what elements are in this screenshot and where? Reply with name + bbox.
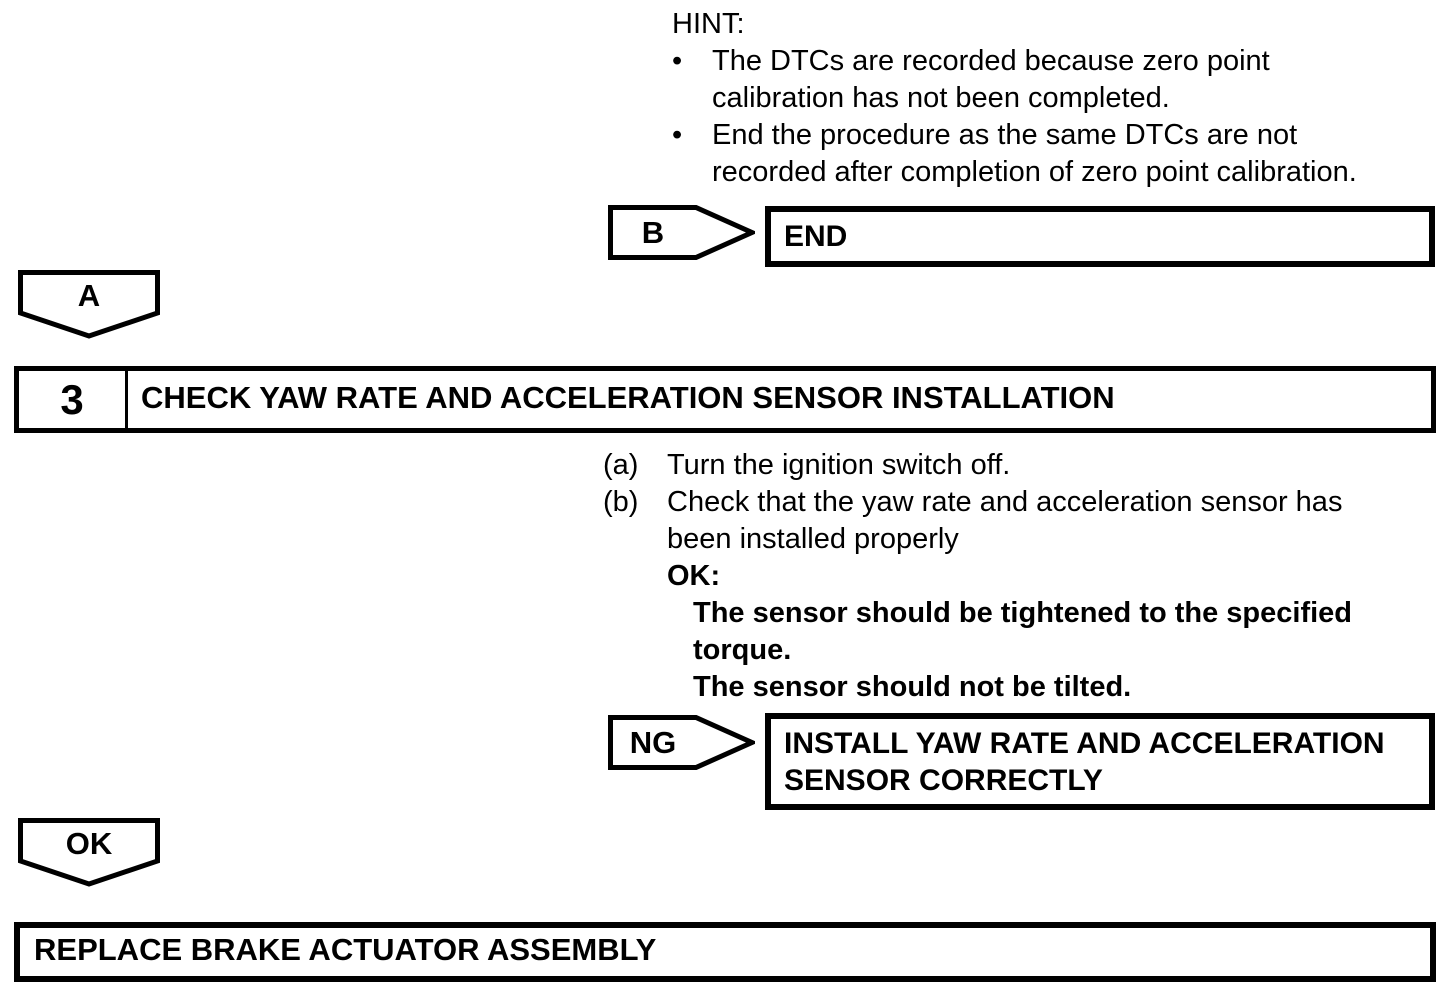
- connector-ok: OK: [18, 818, 160, 887]
- ok-criterion-1: The sensor should be tightened to the sp…: [693, 597, 1353, 666]
- substep-a: (a) Turn the ignition switch off.: [603, 447, 1413, 484]
- connector-ng-label: NG: [629, 724, 677, 760]
- step3-title: CHECK YAW RATE AND ACCELERATION SENSOR I…: [141, 379, 1115, 415]
- bullet-icon: •: [672, 119, 683, 151]
- replace-action-box: REPLACE BRAKE ACTUATOR ASSEMBLY: [14, 922, 1436, 982]
- substep-a-marker: (a): [603, 449, 639, 481]
- substep-b-text: Check that the yaw rate and acceleration…: [667, 486, 1343, 555]
- hint-label: HINT:: [672, 8, 745, 40]
- hint-block: HINT: • The DTCs are recorded because ze…: [672, 6, 1417, 191]
- connector-a-label: A: [77, 278, 101, 313]
- connector-ng: NG: [608, 715, 755, 770]
- substep-a-text: Turn the ignition switch off.: [667, 449, 1011, 481]
- down-pentagon-shape: [18, 818, 160, 887]
- connector-b: B: [608, 205, 755, 260]
- connector-ok-label: OK: [65, 826, 113, 861]
- hint-bullet-item: • The DTCs are recorded because zero poi…: [672, 43, 1417, 117]
- right-arrow-shape: [608, 205, 755, 260]
- end-result-box: END: [765, 206, 1435, 267]
- end-result-label: END: [784, 220, 848, 253]
- step3-header: 3 CHECK YAW RATE AND ACCELERATION SENSOR…: [14, 366, 1436, 433]
- bullet-icon: •: [672, 45, 683, 77]
- ok-condition-label: OK:: [667, 560, 721, 592]
- hint-bullet-text: The DTCs are recorded because zero point…: [712, 45, 1270, 114]
- substep-b-marker: (b): [603, 486, 639, 518]
- install-result-label: INSTALL YAW RATE AND ACCELERATION SENSOR…: [784, 726, 1385, 797]
- install-result-box: INSTALL YAW RATE AND ACCELERATION SENSOR…: [765, 713, 1435, 810]
- replace-action-label: REPLACE BRAKE ACTUATOR ASSEMBLY: [34, 932, 657, 967]
- step3-substeps: (a) Turn the ignition switch off. (b) Ch…: [603, 447, 1413, 706]
- right-arrow-shape: [608, 715, 755, 770]
- step3-number: 3: [19, 371, 128, 428]
- substep-b: (b) Check that the yaw rate and accelera…: [603, 484, 1413, 558]
- ok-criterion-2: The sensor should not be tilted.: [693, 671, 1132, 703]
- connector-b-label: B: [641, 214, 665, 250]
- hint-bullet-item: • End the procedure as the same DTCs are…: [672, 117, 1417, 191]
- down-pentagon-shape: [18, 270, 160, 339]
- connector-a: A: [18, 270, 160, 339]
- hint-bullet-text: End the procedure as the same DTCs are n…: [712, 119, 1357, 188]
